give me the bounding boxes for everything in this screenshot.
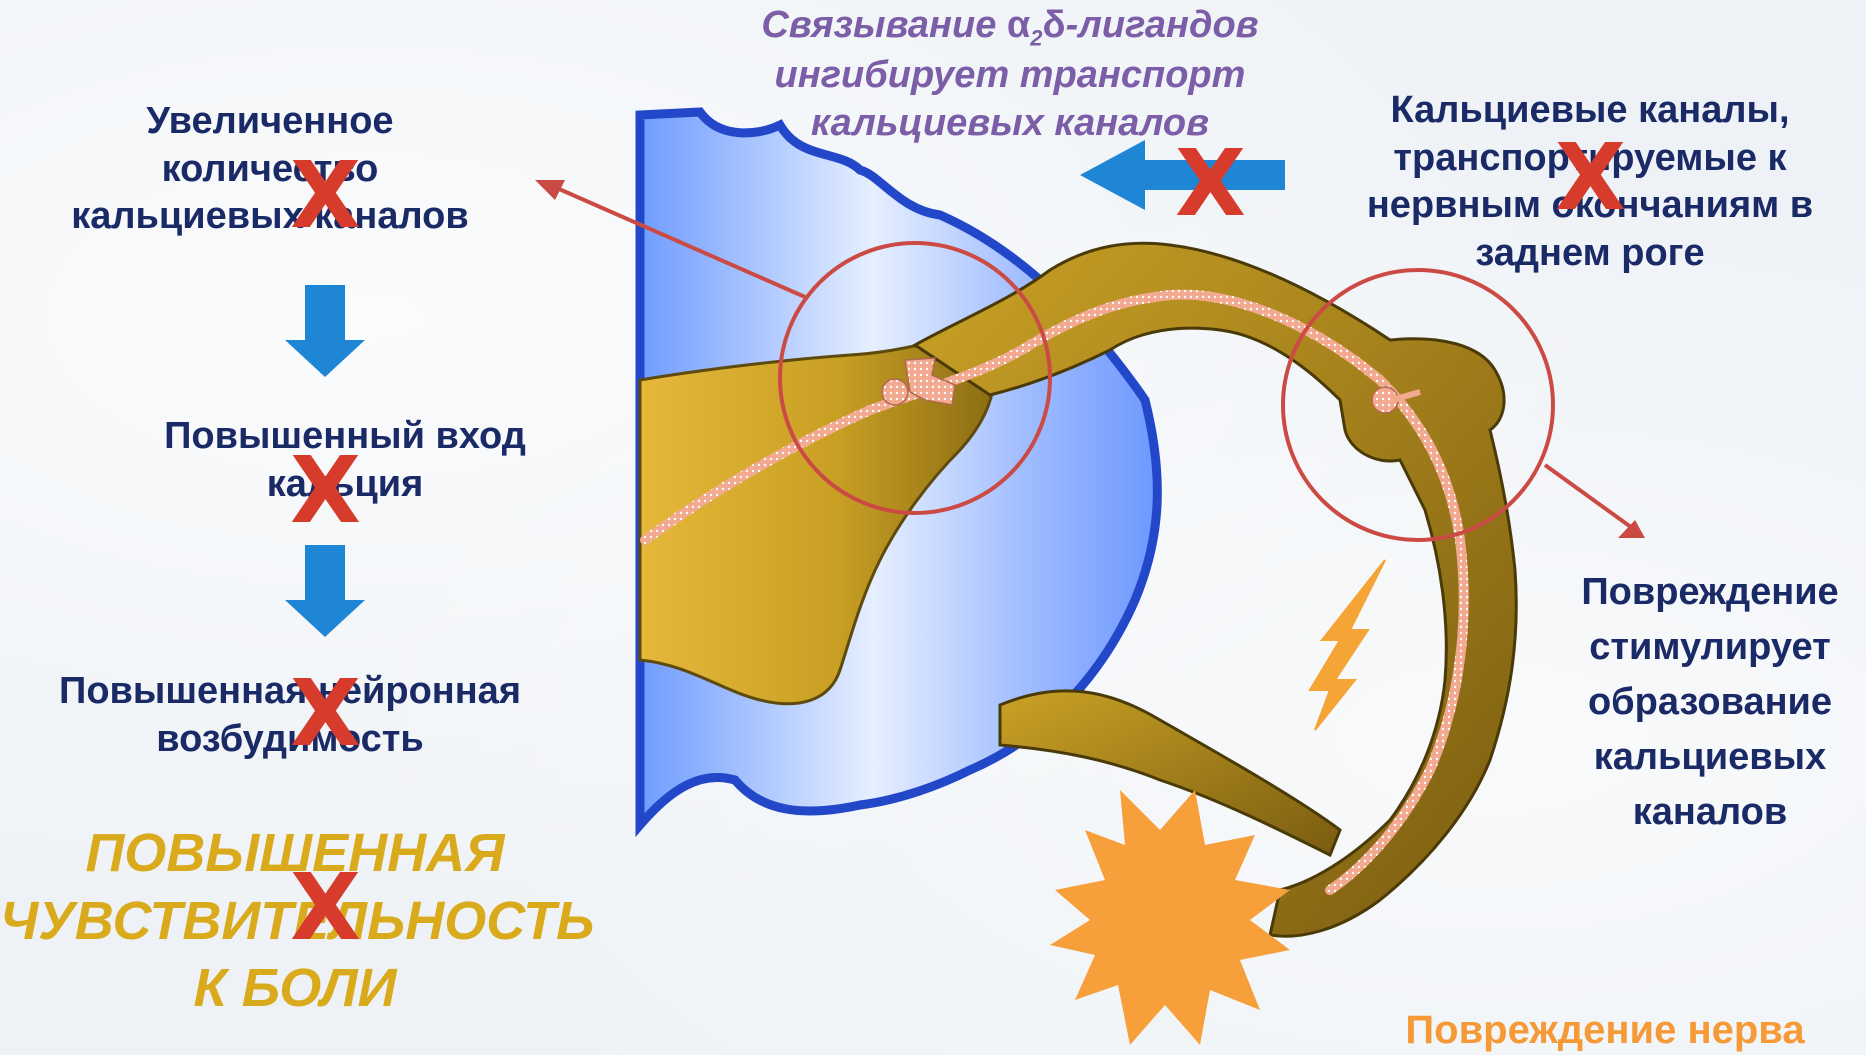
text-line: стимулирует — [1560, 620, 1860, 675]
subscript: 2 — [1030, 26, 1042, 51]
cross-mark-step3: X — [290, 668, 361, 760]
arrow-down-icon — [285, 545, 365, 640]
burst-icon — [1050, 790, 1290, 1045]
text-line: Увеличенное — [30, 98, 510, 146]
pointer-line-right — [1545, 465, 1635, 530]
cross-mark-step1: X — [290, 150, 361, 242]
text-line: каналов — [1560, 785, 1860, 840]
text-line: Повреждение — [1560, 565, 1860, 620]
text-line: заднем роге — [1330, 230, 1850, 278]
cross-mark-channels: X — [1555, 132, 1626, 224]
caption-text: -лигандов — [1066, 4, 1259, 46]
vesicle-left — [882, 379, 908, 405]
caption-line: ингибирует транспорт — [700, 52, 1320, 100]
step-increased-channels: Увеличенное количество кальциевых канало… — [30, 98, 510, 241]
cross-mark-step2: X — [290, 445, 361, 537]
text-line: образование — [1560, 675, 1860, 730]
alpha-symbol: α — [1007, 4, 1030, 46]
cross-mark-result: X — [290, 862, 361, 954]
arrow-down-icon — [285, 285, 365, 380]
text-line: К БОЛИ — [0, 955, 590, 1023]
label-injury-effect: Повреждение стимулирует образование каль… — [1560, 565, 1860, 840]
text-line: количество — [30, 146, 510, 194]
caption-text: Связывание — [761, 4, 1007, 46]
text-line: кальциевых каналов — [30, 193, 510, 241]
delta-symbol: δ — [1043, 4, 1066, 46]
text-line: кальциевых — [1560, 730, 1860, 785]
cross-mark-transport: X — [1175, 138, 1246, 230]
label-nerve-injury: Повреждение нерва — [1355, 1005, 1855, 1055]
top-caption: Связывание α2δ-лигандов ингибирует транс… — [700, 2, 1320, 147]
lightning-icon — [1310, 560, 1385, 730]
